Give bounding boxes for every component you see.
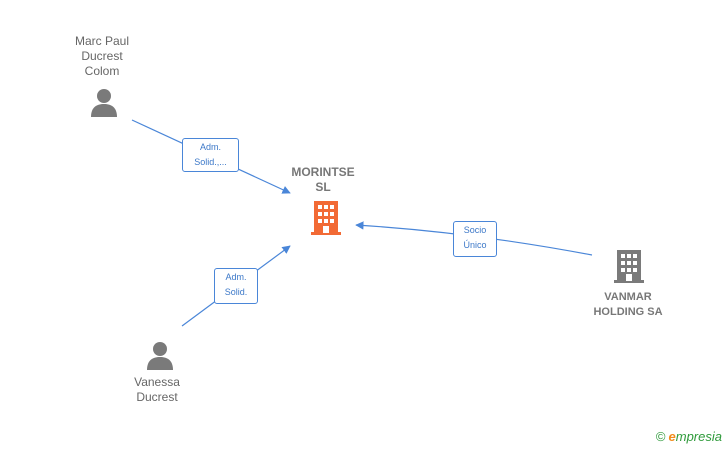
person-icon[interactable] (89, 87, 119, 117)
brand-name: mpresia (675, 429, 722, 444)
brand-initial: e (668, 429, 676, 444)
center-company-name[interactable]: MORINTSE SL (291, 165, 355, 194)
building-icon[interactable] (613, 248, 645, 284)
person-icon[interactable] (145, 340, 175, 370)
edge-label-vanmar[interactable]: Socio Único (453, 221, 497, 257)
edge-label-marc[interactable]: Adm. Solid.,... (182, 138, 239, 172)
edge-label-vanessa[interactable]: Adm. Solid. (214, 268, 258, 304)
building-icon[interactable] (309, 199, 343, 236)
brand-logo: ©empresia (656, 429, 722, 444)
person-marc-name[interactable]: Marc Paul Ducrest Colom (74, 34, 130, 78)
person-vanessa-name[interactable]: Vanessa Ducrest (134, 375, 180, 404)
company-vanmar-name[interactable]: VANMAR HOLDING SA (593, 291, 663, 318)
copyright-icon: © (655, 429, 666, 444)
